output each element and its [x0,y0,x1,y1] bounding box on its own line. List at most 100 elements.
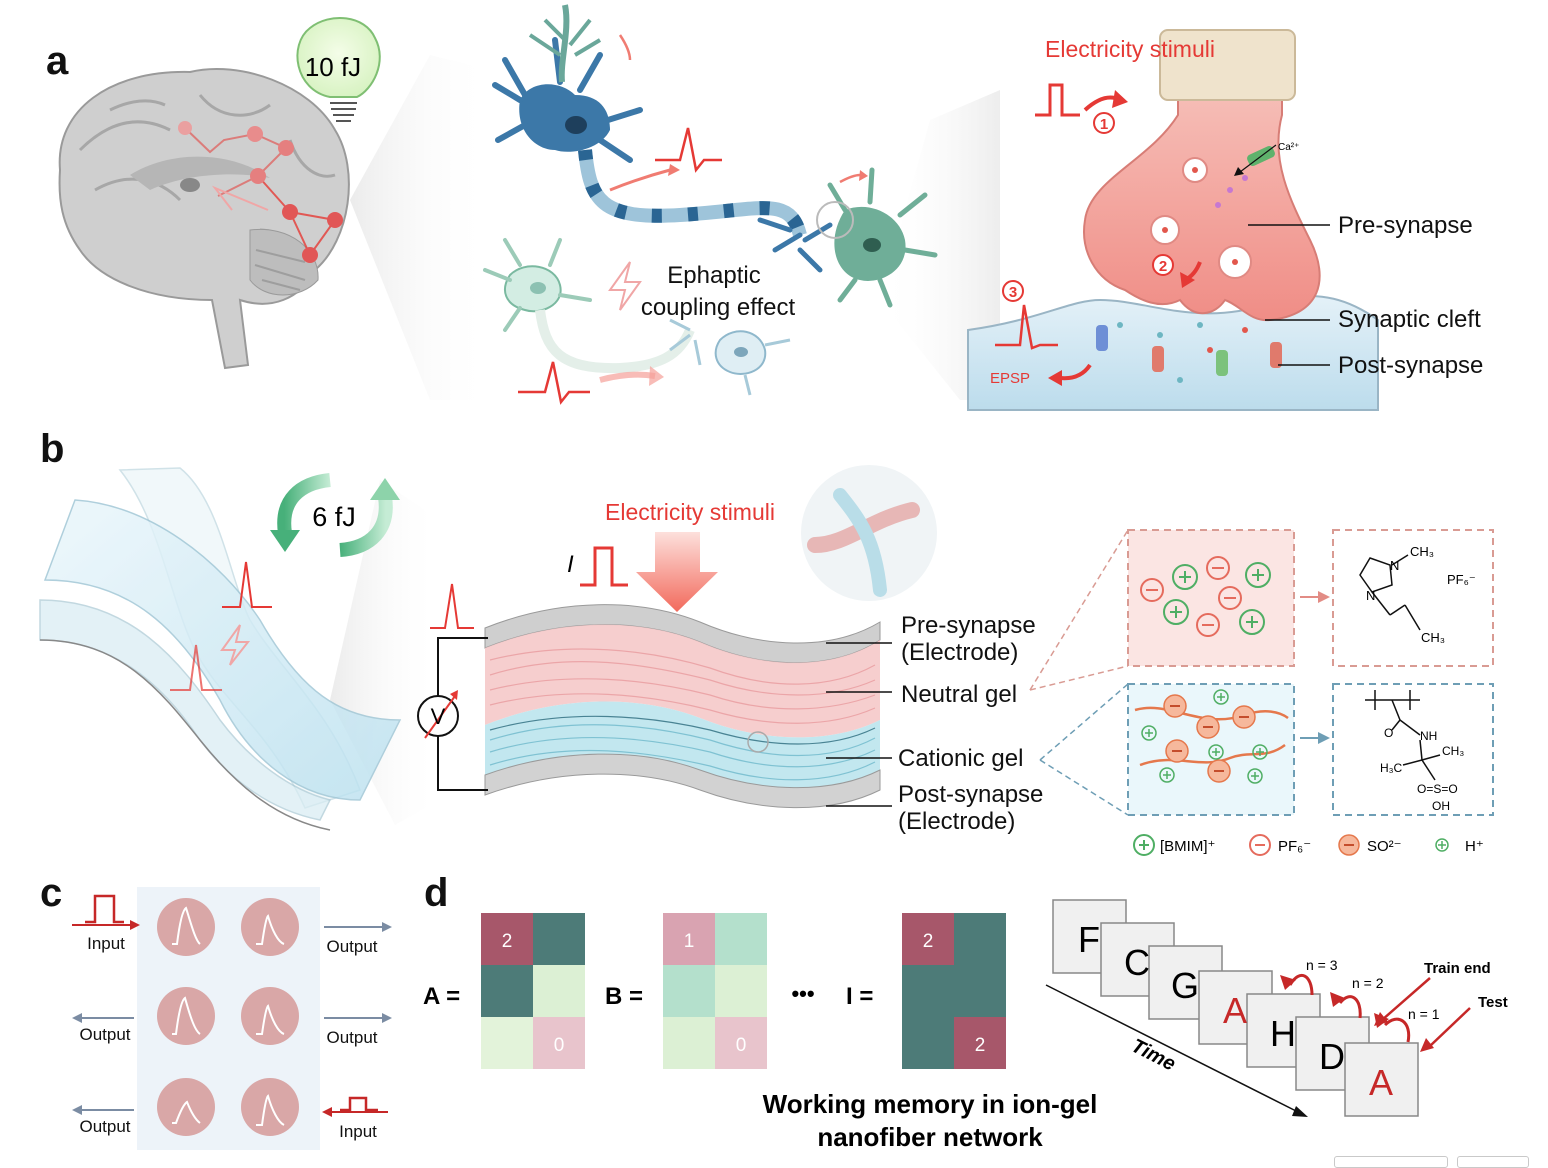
neuron-network [483,4,938,405]
legend-label-h: H⁺ [1465,838,1484,855]
sequence-card-3: G [1171,965,1199,1006]
sequence-card-1: F [1078,919,1100,960]
matrix-a [481,913,585,1069]
output-label-mid-left: Output [79,1025,130,1044]
matrix-b-cell-5: 0 [736,1035,747,1056]
toolbar-button-right[interactable] [1457,1156,1529,1168]
input-label-bottom: Input [339,1122,377,1141]
legend-label-bmim: [BMIM]⁺ [1160,838,1215,855]
brain-energy-label: 10 fJ [305,52,361,82]
step-1-label: 1 [1100,116,1108,133]
device-energy-label: 6 fJ [312,502,356,532]
output-label-bottom-left: Output [79,1117,130,1136]
input-pulse [580,546,628,587]
lightbulb-icon [296,16,381,122]
matrix-i-name: I = [846,983,873,1010]
panel-c: c [40,871,392,1150]
post-synapse-label-a: Post-synapse [1338,352,1483,379]
amps-structure-box [1332,683,1494,816]
synapse-illustration [967,29,1379,411]
legend-plus-circle-icon [1133,834,1155,856]
cationic-ion-box [1127,683,1295,816]
neuron-array [157,898,299,1136]
n-label-2: n = 2 [1352,975,1384,991]
legend-minus-circle-icon [1249,834,1271,856]
sequence-card-5: H [1270,1013,1296,1054]
synaptic-cleft-label: Synaptic cleft [1338,306,1481,333]
chem-h3c: H₃C [1380,761,1403,775]
zoom-funnel-right [880,90,1000,400]
chem-n-plus: N [1390,558,1399,573]
io-arrows [72,894,392,1117]
bmim-structure-box [1332,529,1494,667]
output-label-top-right: Output [326,937,377,956]
panel-a: a [46,4,1483,411]
chem-ch3-top: CH₃ [1410,544,1434,559]
pre-synapse-label-b1: Pre-synapse [901,612,1036,639]
epsp-label: EPSP [990,370,1030,387]
matrix-i [902,913,1006,1069]
cationic-gel-label: Cationic gel [898,745,1023,772]
calcium-label: Ca²⁺ [1278,142,1299,153]
post-synapse-label-b2: (Electrode) [898,808,1015,835]
panel-d: d A = 2 0 B = 1 0 ••• I = [423,871,1508,1152]
legend-label-pf6: PF₆⁻ [1278,838,1311,855]
chem-n-bottom: N [1366,588,1375,603]
test-label: Test [1478,994,1508,1011]
post-synapse-label-b1: Post-synapse [898,781,1043,808]
ephaptic-label-line2: coupling effect [641,294,796,321]
matrix-a-cell-0: 2 [502,931,513,952]
zoom-funnel-left [350,55,490,400]
panel-b: b [39,427,1494,856]
sequence-card-4: A [1223,990,1247,1031]
chem-nh: NH [1420,729,1437,743]
matrix-a-name: A = [423,983,460,1010]
pre-synapse-label-b2: (Electrode) [901,639,1018,666]
measurement-circuit [417,583,488,791]
step-2-label: 2 [1159,258,1167,275]
legend-label-so: SO²⁻ [1367,838,1402,855]
matrix-b-name: B = [605,983,643,1010]
fiber-zoom-bubble [801,465,937,601]
n-label-1: n = 1 [1408,1006,1440,1022]
matrix-i-cell-5: 2 [975,1035,986,1056]
sequence-cards [1052,899,1419,1117]
chem-ch3-right: CH₃ [1442,744,1464,758]
time-label: Time [1128,1035,1179,1076]
gel-stack [484,604,881,809]
cycle-arrows-icon [270,473,400,557]
chem-oh: OH [1432,799,1450,813]
panel-letter-d: d [424,871,448,915]
n-label-3: n = 3 [1306,957,1338,973]
brain-network [178,121,343,263]
train-end-label: Train end [1424,960,1491,977]
chem-sulfonyl: O=S=O [1417,782,1458,796]
panel-letter-b: b [40,427,64,471]
current-symbol: I [567,551,574,578]
time-axis [1045,984,1301,1114]
legend-filled-minus-circle-icon [1338,834,1360,856]
toolbar-button-left[interactable] [1334,1156,1448,1168]
matrix-b-cell-0: 1 [684,931,695,952]
matrix-i-cell-0: 2 [923,931,934,952]
chem-pf6: PF₆⁻ [1447,572,1476,587]
brain-illustration [58,68,350,370]
panel-letter-c: c [40,871,62,915]
matrix-ellipsis: ••• [791,981,814,1006]
output-label-mid-right: Output [326,1028,377,1047]
step-3-label: 3 [1009,284,1017,301]
chem-o-amide: O [1384,726,1393,740]
legend-small-plus-icon [1435,838,1449,852]
voltmeter-symbol: V [431,704,446,729]
device-stimuli-label: Electricity stimuli [605,499,775,525]
stimuli-down-arrow [636,532,718,612]
sequence-card-2: C [1124,942,1150,983]
input-label-top: Input [87,934,125,953]
sequence-card-6: D [1319,1036,1345,1077]
matrix-b [663,913,767,1069]
neutral-ion-box [1127,529,1295,667]
recall-arrows [1280,973,1471,1052]
ion-legend: [BMIM]⁺ PF₆⁻ SO²⁻ H⁺ [1133,834,1484,856]
panel-letter-a: a [46,39,69,83]
